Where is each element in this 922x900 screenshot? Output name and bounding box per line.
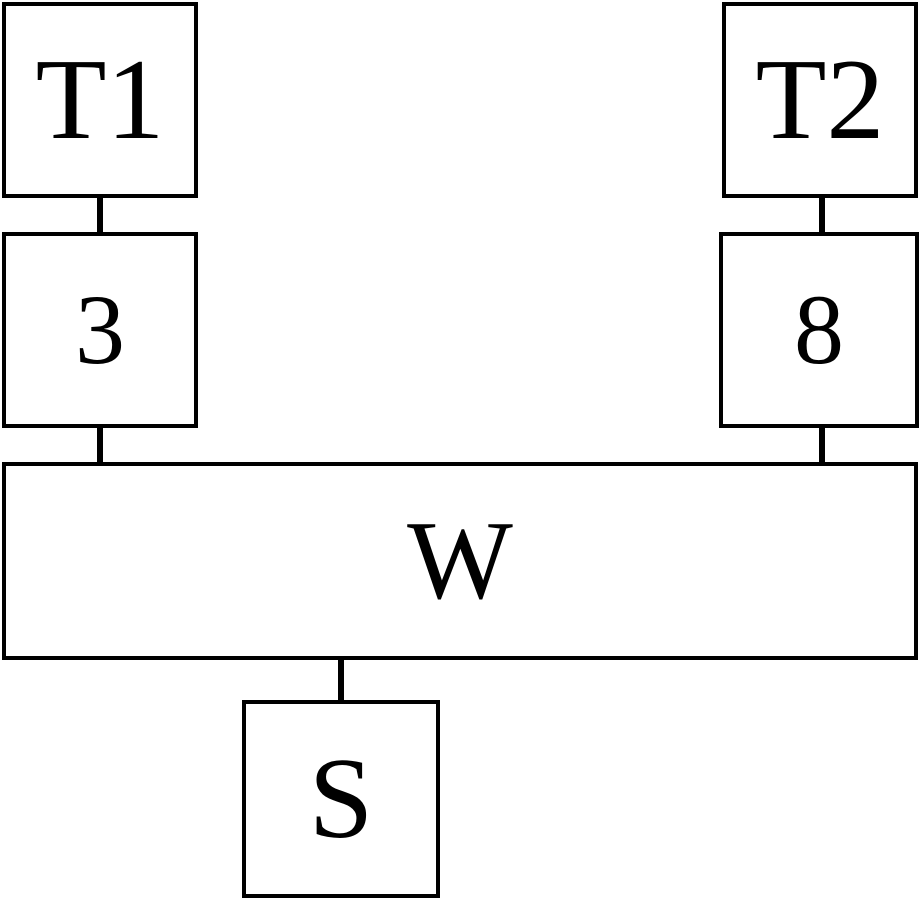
node-w: W — [2, 462, 918, 660]
connector-t1-3 — [97, 198, 103, 232]
node-3-label: 3 — [75, 274, 125, 385]
node-s: S — [242, 700, 440, 898]
connector-w-s — [338, 660, 344, 700]
node-8-label: 8 — [794, 274, 844, 385]
node-s-label: S — [308, 735, 374, 863]
node-8: 8 — [719, 232, 919, 428]
node-w-label: W — [407, 499, 513, 623]
connector-8-w — [819, 428, 825, 462]
connector-t2-8 — [819, 198, 825, 232]
node-3: 3 — [2, 232, 198, 428]
node-t2-label: T2 — [755, 36, 885, 164]
node-t1: T1 — [2, 2, 198, 198]
connector-3-w — [97, 428, 103, 462]
node-t1-label: T1 — [35, 36, 165, 164]
node-t2: T2 — [722, 2, 918, 198]
